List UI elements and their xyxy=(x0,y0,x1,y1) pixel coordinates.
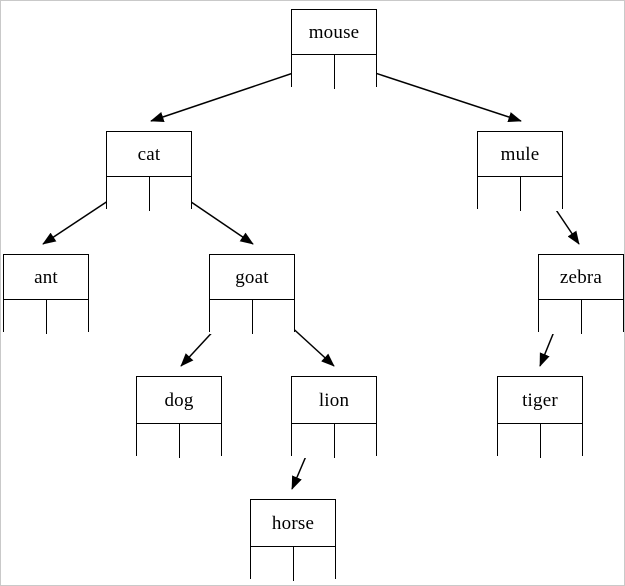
right-pointer-cell[interactable] xyxy=(540,424,582,458)
right-pointer-cell[interactable] xyxy=(334,55,376,89)
left-pointer-cell[interactable] xyxy=(292,55,335,89)
tree-node-pointer-row xyxy=(4,299,88,334)
tree-node-zebra[interactable]: zebra xyxy=(538,254,624,334)
left-pointer-cell[interactable] xyxy=(107,177,150,211)
right-pointer-cell[interactable] xyxy=(149,177,191,211)
left-pointer-cell[interactable] xyxy=(292,424,335,458)
tree-node-label: tiger xyxy=(522,389,558,411)
tree-node-dog[interactable]: dog xyxy=(136,376,222,458)
left-pointer-cell[interactable] xyxy=(478,177,521,211)
tree-node-pointer-row xyxy=(478,176,562,211)
tree-node-cat[interactable]: cat xyxy=(106,131,192,211)
tree-node-ant[interactable]: ant xyxy=(3,254,89,334)
right-pointer-cell[interactable] xyxy=(293,547,335,581)
tree-node-pointer-row xyxy=(292,54,376,89)
tree-node-label: lion xyxy=(318,389,350,411)
tree-node-label: horse xyxy=(271,512,315,534)
tree-node-lion[interactable]: lion xyxy=(291,376,377,458)
left-pointer-cell[interactable] xyxy=(498,424,541,458)
right-pointer-cell[interactable] xyxy=(334,424,376,458)
tree-node-pointer-row xyxy=(210,299,294,334)
left-pointer-cell[interactable] xyxy=(539,300,582,334)
right-pointer-cell[interactable] xyxy=(252,300,294,334)
tree-node-pointer-row xyxy=(251,546,335,581)
tree-node-pointer-row xyxy=(292,423,376,458)
tree-edge-mouse-cat xyxy=(150,66,312,122)
tree-node-label: cat xyxy=(137,143,161,165)
tree-node-mule[interactable]: mule xyxy=(477,131,563,211)
tree-node-pointer-row xyxy=(498,423,582,458)
tree-node-tiger[interactable]: tiger xyxy=(497,376,583,458)
tree-node-label: ant xyxy=(34,266,58,288)
tree-node-label: mule xyxy=(500,143,540,165)
tree-node-pointer-row xyxy=(107,176,191,211)
right-pointer-cell[interactable] xyxy=(179,424,221,458)
tree-edge-mouse-mule xyxy=(356,66,522,123)
tree-node-goat[interactable]: goat xyxy=(209,254,295,334)
right-pointer-cell[interactable] xyxy=(581,300,623,334)
tree-node-pointer-row xyxy=(137,423,221,458)
tree-node-label: dog xyxy=(164,389,194,411)
tree-node-horse[interactable]: horse xyxy=(250,499,336,581)
tree-node-pointer-row xyxy=(539,299,623,334)
tree-node-label: zebra xyxy=(559,266,603,288)
right-pointer-cell[interactable] xyxy=(520,177,562,211)
tree-node-mouse[interactable]: mouse xyxy=(291,9,377,89)
left-pointer-cell[interactable] xyxy=(210,300,253,334)
tree-node-label: mouse xyxy=(308,21,360,43)
left-pointer-cell[interactable] xyxy=(4,300,47,334)
right-pointer-cell[interactable] xyxy=(46,300,88,334)
left-pointer-cell[interactable] xyxy=(137,424,180,458)
tree-node-label: goat xyxy=(235,266,269,288)
left-pointer-cell[interactable] xyxy=(251,547,294,581)
